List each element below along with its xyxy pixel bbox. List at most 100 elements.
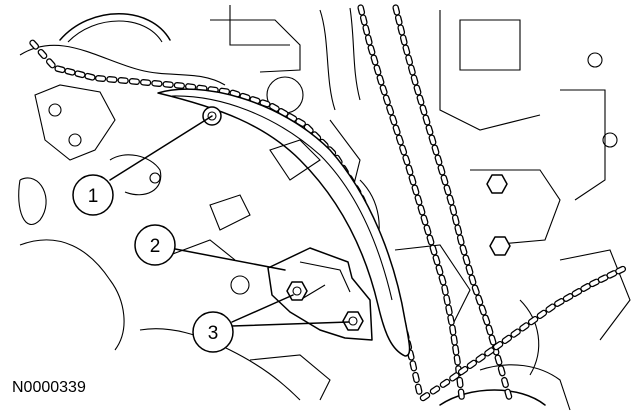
chain-link: [454, 224, 463, 236]
chain-link: [395, 134, 404, 146]
chain-link: [359, 14, 368, 26]
chain-link: [449, 324, 457, 336]
chain-link: [409, 360, 418, 372]
chain-link: [446, 194, 455, 206]
chain-link: [453, 354, 461, 366]
chain-link: [419, 392, 431, 402]
chain-link: [482, 314, 491, 326]
cover-bolt-lower: [489, 236, 511, 256]
chain-link: [106, 76, 118, 83]
figure-reference: N0000339: [12, 379, 86, 396]
chain-link: [441, 284, 449, 296]
chain-link: [408, 174, 417, 186]
chain-link: [423, 224, 432, 236]
chain-link: [54, 65, 66, 74]
crankshaft-sprocket: [439, 389, 546, 406]
callout-3-label: 3: [208, 323, 219, 344]
chain-link: [413, 84, 422, 96]
chain-link: [379, 84, 388, 96]
chain-link: [416, 94, 425, 106]
chain-link: [449, 204, 458, 216]
callout-3: 3: [192, 311, 234, 353]
chain-link: [402, 44, 411, 56]
chain-link: [504, 388, 513, 400]
leader-lines: [109, 115, 350, 327]
chain-link: [466, 359, 478, 370]
chain-link: [445, 304, 453, 316]
chain-link: [364, 34, 373, 46]
chain-link: [389, 114, 398, 126]
chain-link: [456, 376, 464, 389]
chain-link: [475, 353, 486, 363]
chain-link: [471, 284, 480, 296]
camshaft-sprocket: [59, 13, 171, 43]
chain-link: [527, 315, 539, 326]
tensioner-bolt-upper: [286, 281, 308, 301]
chain-link: [373, 64, 382, 76]
chain-link: [419, 104, 428, 116]
chain-link: [497, 365, 506, 377]
chain-link: [429, 244, 438, 256]
chain-link: [432, 254, 441, 266]
chain-link: [162, 81, 174, 88]
chain-link: [475, 294, 484, 306]
chain-link: [449, 372, 460, 382]
chain-link: [434, 154, 443, 166]
chain-link: [394, 14, 403, 26]
chain-link: [451, 214, 460, 226]
chain-link: [399, 34, 408, 46]
chain-link: [399, 144, 408, 156]
chain-link: [426, 234, 435, 246]
chain-link: [615, 265, 627, 275]
chain-link: [536, 309, 548, 320]
chain-link: [405, 164, 414, 176]
chain-link: [37, 48, 48, 60]
chain-link: [410, 74, 419, 86]
chain-link: [431, 144, 440, 156]
chain-link: [173, 82, 186, 89]
chain-link: [447, 314, 455, 326]
chain-link: [450, 334, 458, 346]
chain-link: [45, 58, 56, 69]
chain-link: [84, 72, 96, 81]
chain-link: [428, 134, 437, 146]
chain-link: [362, 24, 371, 36]
chain-link: [94, 75, 107, 82]
chain-link: [139, 79, 152, 86]
chain-link: [478, 304, 487, 316]
callout-2-label: 2: [150, 236, 161, 257]
callout-1-label: 1: [88, 186, 99, 207]
chain-link: [357, 4, 366, 16]
chain-link: [412, 371, 420, 384]
chain-link: [439, 378, 451, 388]
chain-link: [457, 365, 469, 376]
callout-2: 2: [134, 224, 176, 266]
chain-link: [485, 324, 494, 336]
chain-link: [74, 70, 86, 79]
chain-link: [425, 124, 434, 136]
chain-link: [492, 340, 504, 351]
chain-link: [443, 184, 452, 196]
chain-link: [29, 39, 40, 50]
callout-1: 1: [72, 174, 114, 216]
chain-link: [462, 254, 471, 266]
chain-link: [402, 154, 411, 166]
chain-link: [414, 383, 423, 395]
engine-block-outline: [18, 5, 631, 411]
chain-link: [422, 114, 431, 126]
chain-link: [405, 54, 414, 66]
chain-link: [382, 94, 391, 106]
chain-link: [501, 376, 509, 389]
chain-link: [407, 64, 416, 76]
chain-link: [494, 354, 503, 366]
chain-link: [397, 24, 406, 36]
chain-link: [420, 214, 429, 226]
chain-link: [392, 4, 401, 16]
chain-link: [437, 164, 446, 176]
chain-link: [438, 274, 447, 286]
chain-link: [367, 44, 376, 56]
chain-link: [484, 347, 495, 357]
chain-link: [386, 104, 395, 116]
chain-link: [411, 184, 420, 196]
